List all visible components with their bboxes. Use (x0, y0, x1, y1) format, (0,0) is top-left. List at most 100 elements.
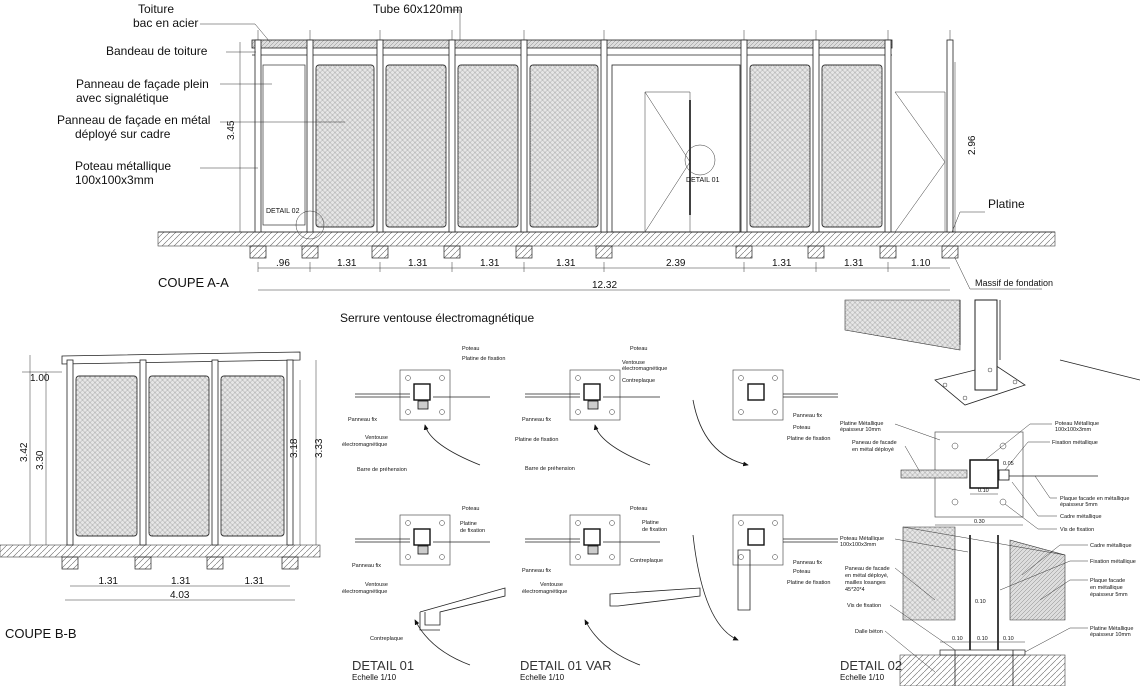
bolt-hole (738, 520, 744, 526)
detail01-title: DETAIL 01 (352, 658, 414, 673)
post (600, 39, 608, 233)
annotation-label: Panneau fix (793, 413, 822, 419)
panel-mesh (148, 375, 210, 537)
label-panneau-metal-2: déployé sur cadre (75, 127, 171, 141)
detail01var-scale: Echelle 1/10 (520, 673, 565, 682)
foundation (941, 245, 959, 259)
annotation-label: 0.10 (952, 636, 963, 642)
detail01-scale: Echelle 1/10 (352, 673, 397, 682)
bolt-hole (439, 375, 445, 381)
post (286, 359, 294, 546)
bolt-hole (738, 554, 744, 560)
annotation-label: électromagnétique (342, 589, 387, 595)
dim-span: 1.10 (911, 258, 931, 269)
bolt-hole (405, 554, 411, 560)
swing-arrow (414, 619, 471, 666)
swing-arrow (593, 424, 651, 466)
panel-mesh (385, 64, 447, 228)
annotation-label: Contreplaque (370, 636, 403, 642)
annotation-label: Panneau fix (793, 560, 822, 566)
annotation-label: Panneau fix (348, 417, 377, 423)
foundation (301, 245, 319, 259)
section-title-aa: COUPE A-A (158, 275, 229, 290)
annotation-label: électromagnétique (342, 442, 387, 448)
swing-arrow (584, 619, 641, 666)
dim-span: 1.31 (337, 258, 357, 269)
annotation-label: Fixation métallique (1052, 440, 1098, 446)
annotation-label: Platine Métallique (840, 421, 883, 427)
panel-plain (262, 64, 306, 226)
label-poteau: Poteau métallique (75, 159, 171, 173)
bolt-hole (609, 409, 615, 415)
dim-span: 2.39 (666, 258, 686, 269)
annotation-label: 100x100x3mm (1055, 427, 1091, 433)
annotation-label: Paneau de facade (852, 440, 897, 446)
annotation-label: Vis de fixation (847, 603, 881, 609)
bolt-hole (772, 375, 778, 381)
bolt-hole (609, 375, 615, 381)
leader (200, 23, 271, 43)
coupe-aa: DETAIL 01 DETAIL 02 Toiture bac en acier… (57, 2, 1056, 291)
post (66, 359, 74, 546)
poteau-section (583, 383, 601, 401)
annotation-label: Paneau de facade (845, 566, 890, 572)
bolt-hole (772, 409, 778, 415)
post (139, 359, 147, 546)
panneau-mesh (900, 469, 968, 479)
annotation-label: Ventouse (365, 582, 388, 588)
poteau-section (747, 528, 765, 546)
annotation-label: Panneau fix (352, 563, 381, 569)
bolt-hole (575, 554, 581, 560)
annotation-label: mailles losanges (845, 580, 886, 586)
detail01-labels-row2: Poteau Platine de fixation Panneau fix V… (342, 506, 830, 642)
annotation-label: 100x100x3mm (840, 542, 876, 548)
panel-mesh (749, 64, 811, 228)
annotation-label: électromagnétique (522, 589, 567, 595)
annotation-label: Plaque facade (1090, 578, 1125, 584)
door-leaf-detail01var (609, 587, 701, 607)
side-door (894, 91, 946, 233)
bolt-hole (609, 554, 615, 560)
post (254, 39, 262, 233)
detail01-marker (684, 144, 716, 176)
detail02-marker (295, 210, 325, 240)
annotation-label: Poteau (630, 506, 647, 512)
annotation-label: Platine Métallique (1090, 626, 1133, 632)
annotation-label: épaisseur 10mm (840, 427, 881, 433)
label-poteau-2: 100x100x3mm (75, 173, 154, 187)
label-panneau-plein: Panneau de façade plein (76, 77, 209, 91)
post (448, 39, 456, 233)
dim-span: 1.31 (844, 258, 864, 269)
annotation-label: 0.30 (974, 519, 985, 525)
bolt-hole (772, 520, 778, 526)
panel-mesh (457, 64, 519, 228)
foundation (879, 245, 897, 259)
post (884, 39, 892, 233)
dim-bb-left-2: 3.30 (35, 450, 46, 470)
dim-total: 12.32 (592, 280, 617, 291)
post (306, 39, 314, 233)
annotation-label: Ventouse (540, 582, 563, 588)
annotation-label: Fixation métallique (1090, 559, 1136, 565)
bolt-hole (439, 409, 445, 415)
detail01-callout: DETAIL 01 (686, 177, 720, 184)
annotation-label: Vis de fixation (1060, 527, 1094, 533)
dim-span: 1.31 (556, 258, 576, 269)
label-bandeau: Bandeau de toiture (106, 44, 208, 58)
dim-bb-left-1: 3.42 (19, 442, 30, 462)
annotation-label: épaisseur 5mm (1060, 502, 1098, 508)
label-panneau-metal: Panneau de façade en métal (57, 113, 210, 127)
dim-span: 1.31 (171, 576, 191, 587)
bolt-hole (405, 375, 411, 381)
annotation-label: Platine (460, 521, 477, 527)
bolt-hole (575, 375, 581, 381)
panel-mesh (315, 64, 375, 228)
bolt-hole (772, 554, 778, 560)
dim-height-right: 2.96 (967, 135, 978, 155)
annotation-label: de fixation (460, 528, 485, 534)
annotation-label: Platine de fixation (515, 437, 558, 443)
poteau-section (413, 528, 431, 546)
annotation-label: Ventouse (365, 435, 388, 441)
